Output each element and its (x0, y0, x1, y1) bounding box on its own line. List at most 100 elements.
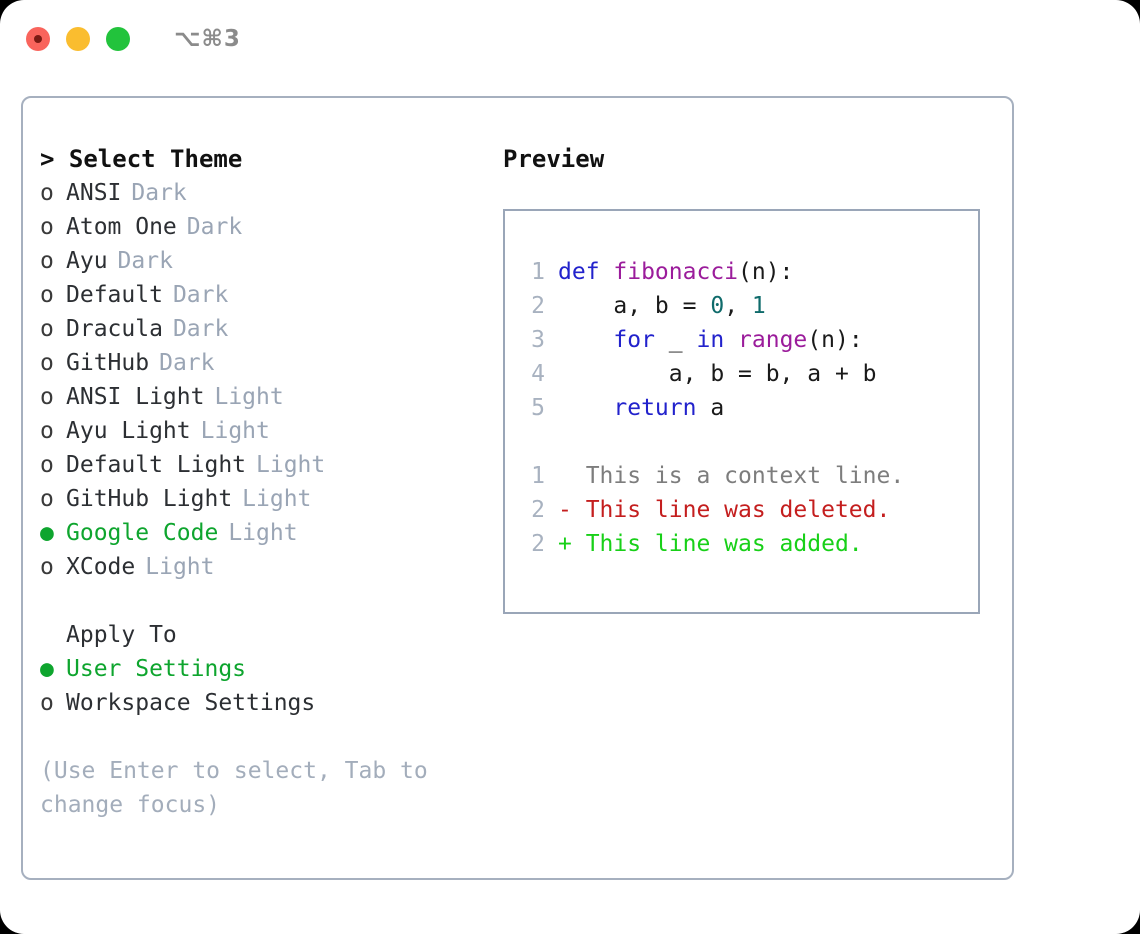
theme-variant-tag: Light (228, 520, 298, 546)
theme-list-item[interactable]: o Dracula Dark (40, 312, 489, 346)
theme-variant-tag: Dark (117, 248, 173, 274)
apply-to-label: User Settings (66, 656, 247, 682)
theme-name: ANSI (66, 180, 122, 206)
shortcut-label: ⌥⌘3 (174, 26, 241, 52)
theme-variant-tag: Light (200, 418, 270, 444)
maximize-button[interactable] (106, 27, 130, 51)
theme-variant-tag: Dark (159, 350, 215, 376)
radio-unselected-icon[interactable]: o (40, 282, 54, 308)
diff-line: 1 This is a context line. (519, 459, 978, 493)
code-line-text: a, b = 0, 1 (558, 289, 766, 323)
select-theme-header: > Select Theme (40, 145, 243, 173)
code-token-kw: in (696, 327, 725, 353)
radio-unselected-icon[interactable]: o (40, 248, 54, 274)
theme-variant-tag: Dark (172, 282, 229, 308)
theme-name: Dracula (66, 316, 163, 342)
code-token-ctext: a, b = b, a + b (558, 361, 877, 387)
theme-name: GitHub (66, 350, 150, 376)
theme-list-item[interactable]: o GitHub Dark (40, 346, 489, 380)
theme-list-item[interactable]: o XCode Light (40, 550, 489, 584)
theme-name: Ayu (66, 248, 108, 274)
code-diff-spacer (519, 425, 978, 459)
theme-variant-tag: Light (242, 486, 312, 512)
code-token-kw: def (558, 259, 614, 285)
code-line: 3 for _ in range(n): (519, 323, 978, 357)
line-number: 4 (531, 361, 545, 387)
spacer (40, 584, 489, 618)
theme-name: ANSI Light (66, 384, 205, 410)
apply-to-header-marker (40, 618, 66, 652)
apply-to-header: Apply To (40, 618, 489, 652)
code-token-num: 0 (710, 293, 725, 319)
theme-list-item[interactable]: o Default Light Light (40, 448, 489, 482)
line-number: 2 (531, 293, 545, 319)
title-bar: ⌥⌘3 (0, 0, 1140, 78)
theme-variant-tag: Light (214, 384, 284, 410)
line-number: 3 (531, 327, 545, 353)
radio-unselected-icon[interactable]: o (40, 690, 54, 716)
code-token-ctext: (n): (738, 259, 794, 285)
apply-to-item[interactable]: ● User Settings (40, 652, 489, 686)
radio-unselected-icon[interactable]: o (40, 452, 54, 478)
code-token-ctext (558, 395, 613, 421)
theme-list-item[interactable]: o Ayu Dark (40, 244, 489, 278)
diff-line-text-add: + This line was added. (558, 531, 863, 557)
theme-variant-tag: Dark (172, 316, 229, 342)
code-line-text: def fibonacci(n): (558, 255, 793, 289)
minimize-button[interactable] (66, 27, 90, 51)
code-token-ctext: a, b = (558, 293, 711, 319)
close-button[interactable] (26, 27, 50, 51)
theme-variant-tag: Dark (186, 214, 243, 240)
code-line: 5 return a (519, 391, 978, 425)
radio-unselected-icon[interactable]: o (40, 214, 54, 240)
keyboard-hint: (Use Enter to select, Tab to change focu… (40, 758, 442, 818)
theme-variant-tag: Light (145, 554, 215, 580)
theme-name: XCode (66, 554, 136, 580)
radio-selected-icon[interactable]: ● (40, 520, 54, 546)
apply-to-header-label: Apply To (66, 622, 177, 648)
radio-unselected-icon[interactable]: o (40, 486, 54, 512)
theme-variant-tag: Dark (131, 180, 187, 206)
code-token-num: 1 (751, 293, 766, 319)
radio-unselected-icon[interactable]: o (40, 554, 54, 580)
theme-list-item[interactable]: o ANSI Light Light (40, 380, 489, 414)
theme-list-item[interactable]: o ANSI Dark (40, 176, 489, 210)
radio-unselected-icon[interactable]: o (40, 384, 54, 410)
theme-list-item[interactable]: ● Google Code Light (40, 516, 489, 550)
radio-unselected-icon[interactable]: o (40, 316, 54, 342)
theme-variant-tag: Light (256, 452, 326, 478)
radio-unselected-icon[interactable]: o (40, 350, 54, 376)
code-line-text: a, b = b, a + b (558, 357, 877, 391)
theme-name: Default Light (66, 452, 247, 478)
code-token-kw: for (613, 327, 655, 353)
radio-unselected-icon[interactable]: o (40, 418, 54, 444)
theme-name: Default (66, 282, 163, 308)
preview-title: Preview (503, 145, 605, 173)
line-number: 2 (531, 531, 545, 557)
radio-unselected-icon[interactable]: o (40, 180, 54, 206)
code-line: 2 a, b = 0, 1 (519, 289, 978, 323)
code-token-ctext: a (696, 395, 725, 421)
theme-name: Google Code (66, 520, 219, 546)
theme-list-item[interactable]: o Default Dark (40, 278, 489, 312)
diff-line-text-ctx: This is a context line. (558, 463, 905, 489)
code-token-ctext (724, 327, 738, 353)
code-line-text: for _ in range(n): (558, 323, 862, 357)
code-token-ctext: _ (654, 327, 697, 353)
code-line: 4 a, b = b, a + b (519, 357, 978, 391)
radio-selected-icon[interactable]: ● (40, 656, 54, 682)
